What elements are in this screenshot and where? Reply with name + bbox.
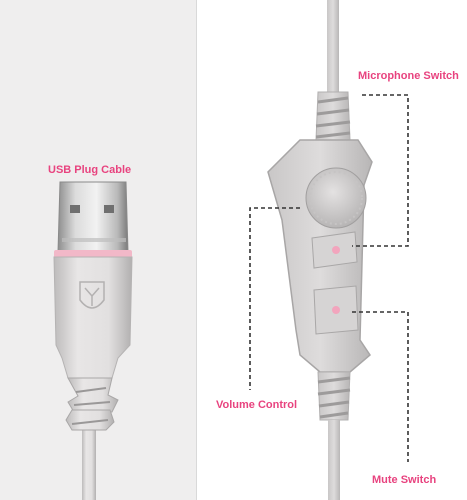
inline-controller — [267, 0, 373, 500]
usb-plug — [53, 181, 133, 500]
callout-lines — [249, 94, 409, 462]
microphone-switch-label: Microphone Switch — [358, 70, 459, 82]
sades-logo-icon — [79, 281, 105, 309]
callout-volume — [249, 207, 300, 390]
mute-icon — [332, 306, 340, 314]
usb-plug-cable-label: USB Plug Cable — [48, 164, 132, 176]
usb-pink-ring — [54, 250, 132, 258]
volume-control-label: Volume Control — [216, 399, 298, 411]
panel-divider — [196, 0, 197, 500]
microphone-icon — [332, 246, 340, 254]
callout-mute — [352, 311, 409, 462]
lower-cable — [328, 420, 340, 500]
usb-contact-hole-left — [70, 205, 80, 213]
usb-contact-hole-right — [104, 205, 114, 213]
usb-cable — [82, 430, 96, 500]
callout-microphone — [352, 94, 409, 247]
upper-cable — [327, 0, 339, 95]
microphone-switch — [311, 231, 358, 269]
volume-knob — [305, 167, 367, 229]
mute-switch — [313, 285, 359, 335]
usb-housing — [53, 256, 133, 379]
mute-switch-label: Mute Switch — [372, 474, 437, 486]
